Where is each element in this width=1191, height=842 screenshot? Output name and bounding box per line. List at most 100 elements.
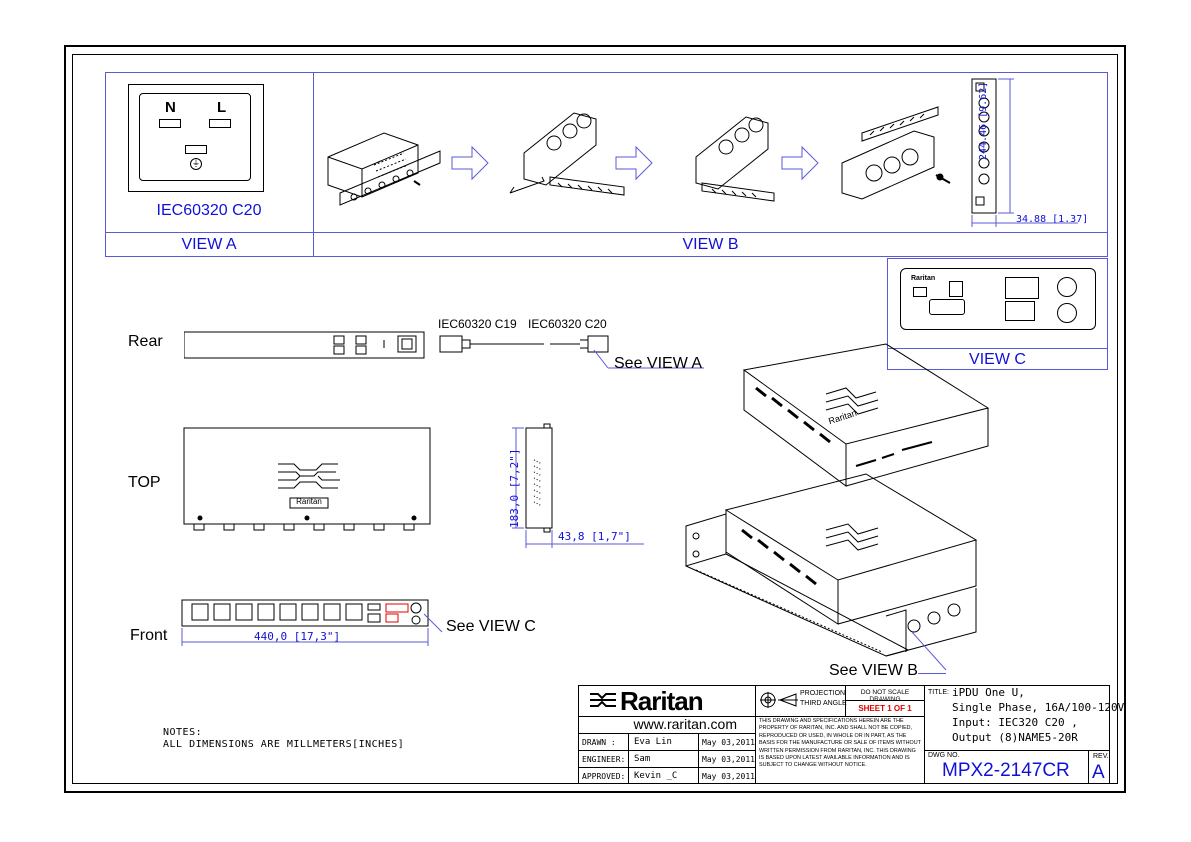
approved-name: Kevin _C — [634, 771, 678, 781]
view-a-caption: IEC60320 C20 — [156, 202, 262, 219]
tb-col-1 — [628, 733, 629, 784]
cord-c19-label: IEC60320 C19 — [438, 317, 517, 331]
bracket-step-1 — [327, 132, 441, 206]
tb-disclaimer-rule — [755, 716, 924, 717]
engineer-date: May 03,2011 — [702, 755, 755, 764]
view-b-dim-height: 244.46 [9.62] — [978, 81, 989, 160]
faceplate-brand: Raritan — [911, 275, 936, 282]
approved-date: May 03,2011 — [702, 772, 755, 781]
raritan-logo-icon — [590, 690, 616, 710]
title-block-brand: Raritan — [620, 686, 704, 716]
socket-letter-n: N — [165, 99, 176, 116]
view-c-panel — [887, 258, 1108, 370]
tb-rule-brand — [578, 716, 755, 717]
step-arrow-3 — [781, 145, 819, 181]
rev-value: A — [1092, 762, 1105, 783]
side-dim-depth: 43,8 [1,7"] — [558, 530, 631, 543]
tb-dwg-rule — [924, 750, 1110, 751]
tb-divider-1 — [755, 685, 756, 784]
engineer-name: Sam — [634, 754, 651, 764]
dwg-label: DWG NO. — [928, 752, 960, 759]
rev-label: REV. — [1093, 753, 1109, 760]
c20-socket-outline: N L ⏚ — [128, 84, 264, 192]
title-block — [578, 685, 1110, 784]
socket-letter-l: L — [217, 99, 227, 116]
title-line-3: Input: IEC320 C20 , — [952, 716, 1078, 729]
views-label-rule — [105, 232, 1108, 233]
tb-rule-2 — [578, 750, 755, 751]
drawn-label: DRAWN : — [582, 738, 616, 747]
tb-sheet-rule — [845, 700, 924, 701]
cord-c20-label: IEC60320 C20 — [528, 317, 607, 331]
top-view-drawing — [183, 427, 431, 531]
ethernet-port — [1005, 301, 1035, 321]
step-arrow-2 — [615, 145, 653, 181]
bracket-step-2 — [509, 112, 625, 196]
socket-pin-l — [209, 119, 231, 128]
drawing-frame-outer — [64, 45, 1126, 793]
view-b-dim-width: 34.88 [1.37] — [1016, 214, 1089, 225]
usb-b-port — [949, 281, 963, 297]
drawn-date: May 03,2011 — [702, 738, 755, 747]
side-view-drawing — [512, 423, 644, 548]
iso-pdu-rack-mounted — [685, 473, 978, 670]
engineer-label: ENGINEER: — [582, 755, 626, 764]
view-c-label: VIEW C — [969, 351, 1026, 368]
do-not-scale: DO NOT SCALE DRAWING — [860, 689, 910, 703]
approved-label: APPROVED: — [582, 772, 626, 781]
tb-rev-divider — [1088, 750, 1089, 784]
see-view-a-callout: See VIEW A — [614, 355, 703, 372]
projection-line2: THIRD ANGLE — [800, 700, 847, 707]
ground-icon: ⏚ — [190, 158, 202, 170]
bracket-step-4 — [841, 106, 951, 200]
step-arrow-1 — [451, 145, 489, 181]
view-b-illustration — [327, 78, 1078, 227]
up-button-icon — [1057, 277, 1077, 297]
bracket-step-3 — [695, 116, 775, 202]
notes-heading: NOTES: — [163, 727, 203, 738]
sheet-count: SHEET 1 OF 1 — [858, 704, 912, 713]
projection-icon — [760, 690, 798, 715]
title-line-1: iPDU One U, — [952, 686, 1025, 699]
front-label: Front — [130, 627, 168, 644]
views-divider — [313, 72, 314, 257]
title-line-4: Output (8)NAME5-20R — [952, 731, 1078, 744]
tb-divider-2 — [924, 685, 925, 784]
side-dim-height: 183,0 [7,2"] — [508, 448, 521, 528]
see-view-b-leader — [918, 673, 946, 674]
tb-col-2 — [698, 733, 699, 784]
isometric-drawings — [685, 343, 990, 670]
rear-label: Rear — [128, 333, 163, 350]
view-a-label: VIEW A — [181, 236, 237, 253]
drawn-name: Eva Lin — [634, 737, 672, 747]
view-c-label-rule — [887, 348, 1108, 349]
view-b-label: VIEW B — [682, 236, 739, 253]
views-panel — [105, 72, 1108, 257]
down-button-icon — [1057, 303, 1077, 323]
title-line-2: Single Phase, 16A/100-120V — [952, 701, 1125, 714]
bracket-front-view — [971, 78, 1078, 227]
top-view-brand: Raritan — [296, 497, 322, 506]
led-display — [1005, 277, 1039, 299]
front-dim-width: 440,0 [17,3"] — [254, 630, 341, 643]
console-port — [929, 299, 965, 315]
see-view-c-callout: See VIEW C — [446, 618, 536, 635]
top-label: TOP — [128, 474, 161, 491]
controller-faceplate: Raritan — [900, 268, 1096, 330]
see-view-b-callout: See VIEW B — [829, 662, 918, 679]
title-block-website: www.raritan.com — [633, 716, 737, 732]
projection-line1: PROJECTION — [800, 690, 846, 697]
dwg-number: MPX2-2147CR — [942, 760, 1070, 781]
disclaimer-text: THIS DRAWING AND SPECIFICATIONS HEREIN A… — [759, 718, 921, 769]
socket-pin-n — [159, 119, 181, 128]
socket-pin-ground — [185, 145, 207, 154]
tb-rule-3 — [578, 767, 755, 768]
title-label: TITLE: — [928, 689, 950, 696]
tb-rule-1 — [578, 733, 755, 734]
usb-a-port — [913, 287, 927, 297]
rear-view-drawing — [184, 331, 704, 369]
front-view-drawing — [181, 599, 443, 646]
c20-socket-face — [139, 93, 251, 181]
iso-pdu-upper — [742, 343, 990, 487]
notes-dimensions: ALL DIMENSIONS ARE MILLMETERS[INCHES] — [163, 739, 405, 750]
